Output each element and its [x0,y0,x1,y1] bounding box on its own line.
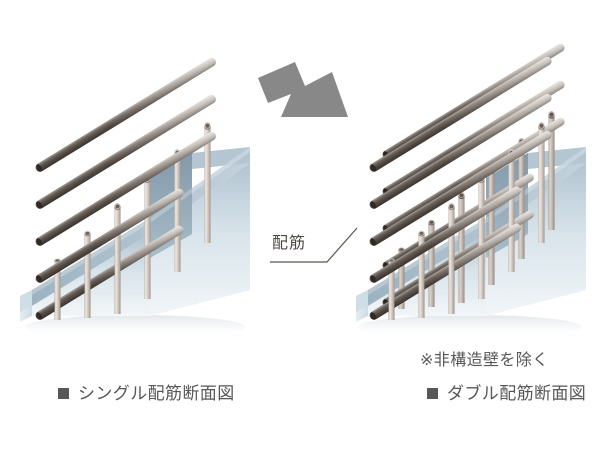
caption-right-label: ダブル配筋断面図 [447,384,587,403]
note-non-structural-wall: ※非構造壁を除く [420,352,549,369]
square-bullet-icon [58,388,69,399]
square-bullet-icon [427,388,438,399]
callout-leader-line [270,227,358,263]
left-figure-single-rebar [20,57,250,339]
right-figure-double-rebar [356,43,586,339]
callout-label-haikin: 配筋 [272,235,307,252]
horizontal-rebars-left [35,57,216,320]
horizontal-rebars-right-front [369,56,552,320]
caption-left-single: シングル配筋断面図 [58,385,235,402]
vertical-rebars-right-stubs [388,250,455,320]
caption-right-double: ダブル配筋断面図 [427,385,586,402]
caption-left-label: シングル配筋断面図 [78,384,235,403]
vertical-rebars-left-front [54,250,121,320]
transition-arrow-icon [258,62,348,117]
